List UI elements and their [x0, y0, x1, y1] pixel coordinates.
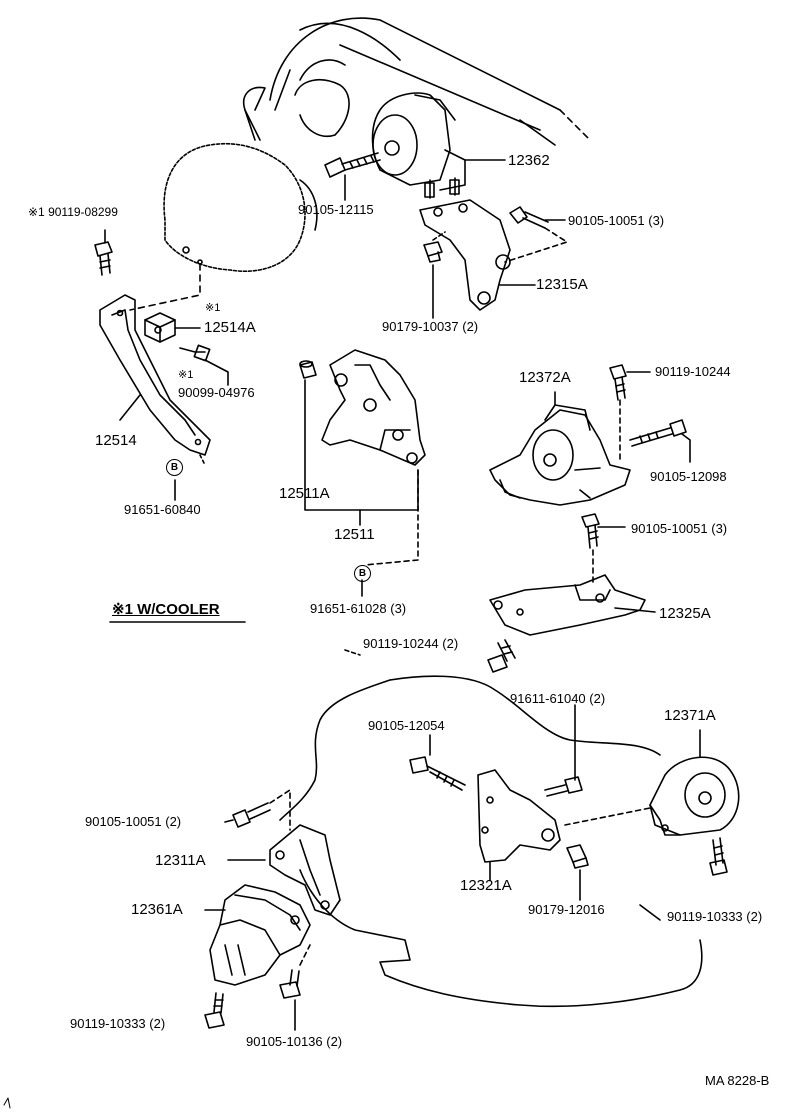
part-label-12372A: 12372A: [519, 369, 571, 386]
part-label-91611-61040: 91611-61040 (2): [510, 691, 606, 706]
part-label-90119-10333-a: 90119-10333 (2): [70, 1016, 166, 1031]
part-label-90119-10244-b: 90119-10244 (2): [363, 636, 459, 651]
bolt-90105-10051-lower: [232, 802, 271, 828]
collar-small: [299, 360, 317, 379]
part-label-12311A: 12311A: [155, 852, 206, 869]
block-12514A: [144, 312, 176, 343]
bracket-12321A: [477, 769, 561, 863]
bolt-90119-08299: [94, 241, 113, 276]
part-label-12511: 12511: [334, 526, 375, 543]
mount-12361A: [209, 884, 311, 986]
bolt-90099-04976: [179, 344, 229, 386]
mount-12372A: [489, 404, 631, 506]
part-label-90105-12098: 90105-12098: [650, 469, 727, 484]
part-label-90105-10051-c: 90105-10051 (2): [85, 814, 182, 829]
bolt-90105-10051-mid: [581, 513, 600, 549]
bolt-90105-12115: [324, 152, 381, 178]
part-label-12371A: 12371A: [664, 707, 716, 724]
bolt-90119-10333-right: [709, 837, 728, 876]
engine-outline: [243, 17, 591, 146]
part-label-12514: 12514: [95, 432, 137, 449]
b-symbol-center: B: [354, 565, 371, 582]
bolt-90119-10333-left: [204, 992, 225, 1029]
nut-90179-12016: [566, 844, 589, 869]
part-label-12315A: 12315A: [536, 276, 588, 293]
star-note-1a: ※1: [205, 302, 221, 314]
part-label-90105-10051-b: 90105-10051 (3): [631, 521, 728, 536]
part-label-12325A: 12325A: [659, 605, 711, 622]
bracket-12514: [99, 294, 211, 466]
part-label-90119-08299: ※1 90119-08299: [28, 205, 118, 219]
transaxle-outline: [279, 649, 703, 1008]
part-label-12511A: 12511A: [279, 485, 330, 502]
part-label-90179-12016: 90179-12016: [528, 902, 605, 917]
bolt-90105-12098: [629, 419, 687, 447]
part-label-12514A: 12514A: [204, 319, 256, 336]
bracket-12315A: [419, 199, 511, 311]
part-label-91651-60840: 91651-60840: [124, 502, 201, 517]
mount-12362: [371, 92, 466, 199]
diagram-code: MA 8228-B: [705, 1073, 770, 1088]
nut-90179-10037: [423, 241, 443, 263]
part-label-12362: 12362: [508, 152, 550, 169]
bolt-90119-10244-lower: [487, 639, 516, 673]
part-label-90119-10244-a: 90119-10244: [655, 364, 731, 379]
transmission-housing-outline: [163, 142, 318, 272]
part-label-90105-10051-a: 90105-10051 (3): [568, 213, 665, 228]
bracket-12311A: [269, 824, 341, 916]
note-w-cooler: ※1 W/COOLER: [112, 601, 220, 618]
part-label-90119-10333-b: 90119-10333 (2): [667, 909, 763, 924]
star-note-1b: ※1: [178, 369, 194, 381]
part-label-90179-10037: 90179-10037 (2): [382, 319, 479, 334]
bolt-90119-10244-top: [609, 364, 627, 401]
bracket-12325A: [489, 574, 646, 636]
b-symbol-left: B: [166, 459, 183, 476]
bolt-90105-12054: [409, 756, 466, 791]
part-label-12321A: 12321A: [460, 877, 512, 894]
part-label-90105-12054: 90105-12054: [368, 718, 445, 733]
part-label-90099-04976: 90099-04976: [178, 385, 255, 400]
bracket-12511A: [321, 349, 426, 466]
part-label-91651-61028: 91651-61028 (3): [310, 601, 407, 616]
bolt-91611-61040: [544, 776, 583, 797]
part-label-12361A: 12361A: [131, 901, 183, 918]
bolt-90105-10136: [279, 969, 301, 999]
bolt-90105-10051-top: [509, 206, 549, 229]
part-label-90105-10136: 90105-10136 (2): [246, 1034, 343, 1049]
part-label-90105-12115: 90105-12115: [298, 202, 374, 217]
mount-12371A: [649, 756, 740, 836]
